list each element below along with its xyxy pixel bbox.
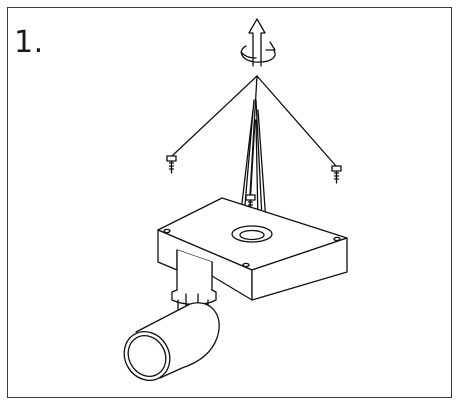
screw-icon <box>166 155 177 174</box>
instrument-housing <box>157 197 348 301</box>
step-number-label: 1. <box>14 25 44 60</box>
unscrew-rotation-arrow-icon <box>240 18 276 67</box>
screw-icon <box>331 165 342 184</box>
pipe-sensor <box>123 302 220 381</box>
